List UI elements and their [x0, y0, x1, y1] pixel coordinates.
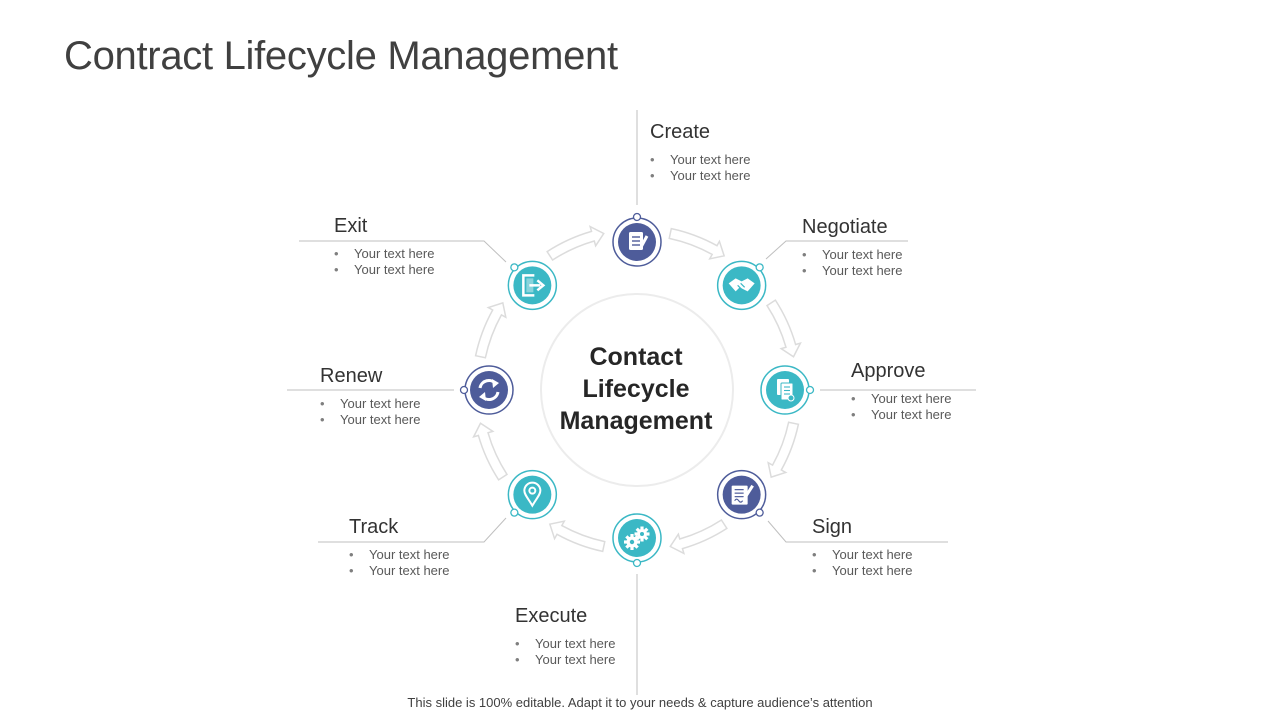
- stage-title: Renew: [320, 365, 383, 387]
- stage-bullet: Your text here: [515, 636, 615, 652]
- stage-bullet: Your text here: [334, 246, 434, 262]
- connector-lines: [287, 110, 976, 695]
- cycle-arrow: [767, 421, 800, 479]
- stage-renew: Renew Your text here Your text here: [320, 365, 420, 428]
- stage-create: Create Your text here Your text here: [650, 121, 750, 184]
- stage-bullet: Your text here: [515, 652, 615, 668]
- cycle-arrow: [668, 227, 726, 260]
- stage-node-renew: [459, 365, 514, 415]
- connector-dot: [459, 385, 469, 395]
- center-label-line-2: Lifecycle: [582, 375, 690, 403]
- stage-sign: Sign Your text here Your text here: [812, 516, 912, 579]
- stage-negotiate: Negotiate Your text here Your text here: [802, 216, 902, 279]
- stage-bullet: Your text here: [320, 412, 420, 428]
- stage-bullet: Your text here: [802, 247, 902, 263]
- stage-node-negotiate: [716, 260, 767, 311]
- exit-icon: [522, 274, 546, 297]
- stage-node-sign: [716, 469, 767, 520]
- stage-title: Negotiate: [802, 216, 888, 238]
- stage-bullet: Your text here: [349, 547, 449, 563]
- cycle-arrow: [546, 225, 605, 262]
- stage-title: Execute: [515, 605, 588, 627]
- stage-bullet: Your text here: [812, 547, 912, 563]
- page-title: Contract Lifecycle Management: [64, 34, 618, 78]
- connector-dot: [755, 263, 764, 272]
- cycle-arrow-ring: [472, 225, 802, 555]
- stage-approve: Approve Your text here Your text here: [851, 360, 951, 423]
- stage-node-approve: [760, 365, 815, 415]
- stage-bullet: Your text here: [812, 563, 912, 579]
- center-label-line-3: Management: [559, 407, 713, 435]
- document-sign-icon: [731, 484, 754, 505]
- center-label-line-1: Contact: [589, 343, 683, 371]
- document-edit-icon: [629, 232, 649, 250]
- stage-node-execute: [612, 513, 662, 568]
- stage-node-create: [612, 212, 662, 267]
- center-label: Contact Lifecycle Management: [541, 341, 731, 437]
- stage-exit: Exit Your text here Your text here: [334, 215, 434, 278]
- stage-track: Track Your text here Your text here: [349, 516, 449, 579]
- connector-dot: [632, 212, 642, 222]
- stage-bullet: Your text here: [851, 407, 951, 423]
- stage-node-track: [507, 469, 558, 520]
- stage-node-exit: [507, 260, 558, 311]
- stage-bullet: Your text here: [349, 563, 449, 579]
- cycle-arrow: [669, 518, 728, 555]
- cycle-arrow: [765, 299, 802, 358]
- stage-title: Sign: [812, 516, 853, 538]
- cycle-arrow: [472, 422, 509, 481]
- location-pin-icon: [523, 481, 542, 508]
- gears-icon: [624, 526, 650, 550]
- connector-dot: [510, 508, 519, 517]
- cycle-arrow: [474, 301, 507, 359]
- node-fill: [470, 371, 508, 409]
- connector-line-sign: [767, 520, 948, 543]
- handshake-icon: [728, 278, 755, 292]
- connector-dot: [805, 385, 815, 395]
- refresh-icon: [478, 379, 500, 401]
- stage-bullet: Your text here: [320, 396, 420, 412]
- footer-note: This slide is 100% editable. Adapt it to…: [407, 695, 873, 710]
- connector-dot: [632, 558, 642, 568]
- stage-execute: Execute Your text here Your text here: [515, 605, 615, 668]
- stage-bullet: Your text here: [851, 391, 951, 407]
- stage-bullet: Your text here: [334, 262, 434, 278]
- stage-title: Approve: [851, 360, 926, 382]
- stage-title: Track: [349, 516, 399, 538]
- center-circle: [540, 293, 734, 487]
- stage-title: Create: [650, 121, 711, 143]
- connector-line-exit: [299, 240, 507, 263]
- stage-bullet: Your text here: [802, 263, 902, 279]
- stage-bullet: Your text here: [650, 168, 750, 184]
- stage-title: Exit: [334, 215, 368, 237]
- connector-line-negotiate: [765, 240, 908, 260]
- connector-dot: [510, 263, 519, 272]
- stage-bullet: Your text here: [650, 152, 750, 168]
- cycle-arrow: [548, 520, 606, 553]
- document-approve-icon: [777, 379, 795, 402]
- connector-line-track: [318, 517, 507, 543]
- connector-dot: [755, 508, 764, 517]
